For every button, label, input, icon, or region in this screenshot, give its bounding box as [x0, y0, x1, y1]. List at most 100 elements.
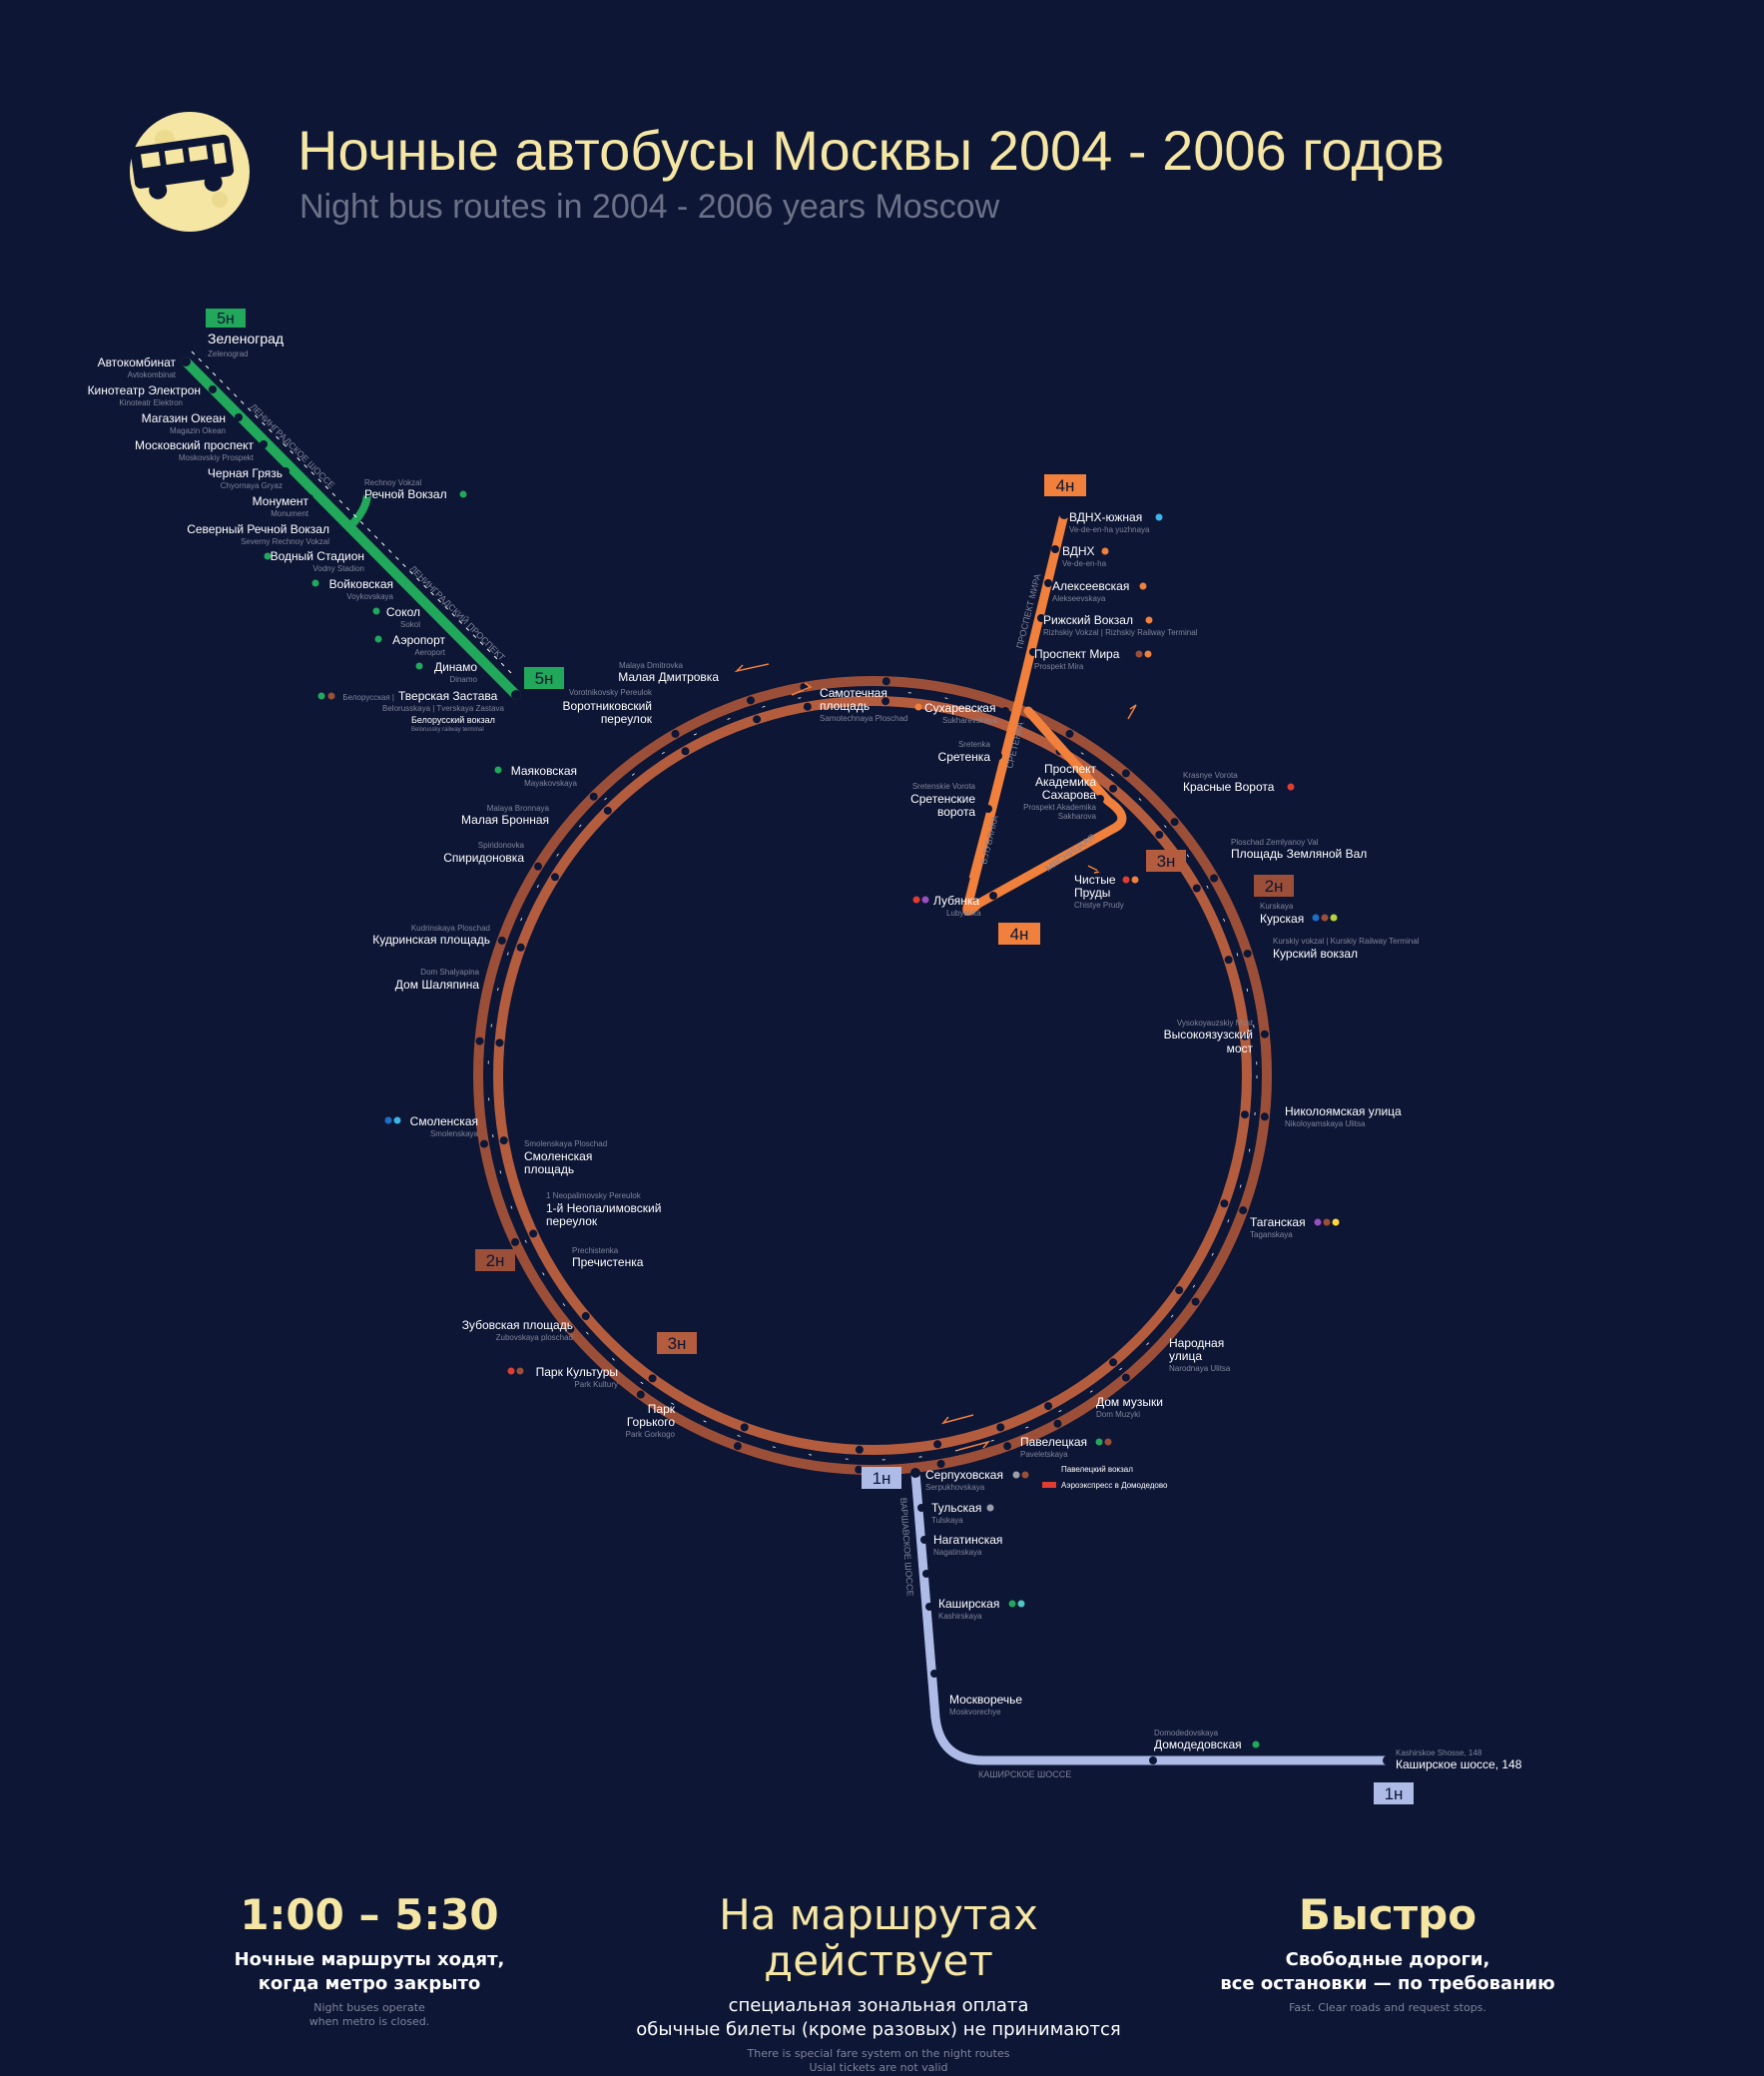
- footer-time-en2: when metro is closed.: [308, 2015, 430, 2029]
- street-varshavskoe: ВАРШАВСКОЕ ШОССЕ: [898, 1497, 915, 1597]
- station-dinamo: Динамо: [434, 660, 477, 674]
- station-aeroport: Аэропорт: [392, 633, 445, 647]
- station-sakharova: Проспект: [1044, 762, 1097, 776]
- station-smolenskaya: Смоленская: [410, 1114, 478, 1128]
- svg-text:Monument: Monument: [271, 509, 309, 518]
- svg-text:Aeroport: Aeroport: [414, 648, 445, 657]
- ring-stop: [1003, 1442, 1012, 1451]
- ring-stop: [581, 1312, 590, 1321]
- svg-text:Dom Muzyki: Dom Muzyki: [1096, 1410, 1140, 1419]
- ring-stop: [603, 806, 612, 815]
- svg-text:Zubovskaya ploschad: Zubovskaya ploschad: [496, 1333, 573, 1342]
- ring-stop: [936, 1459, 945, 1468]
- badge-1n-top-text: 1н: [873, 1469, 891, 1488]
- svg-text:Malaya Bronnaya: Malaya Bronnaya: [487, 804, 550, 813]
- ring-stop: [534, 862, 543, 871]
- svg-text:Сахарова: Сахарова: [1042, 788, 1097, 802]
- badge-4n-top: [1044, 474, 1086, 496]
- ring-stop: [475, 1037, 484, 1045]
- svg-text:Chistye Prudy: Chistye Prudy: [1074, 901, 1124, 910]
- station-sukharevskaya: Сухаревская: [924, 701, 995, 715]
- ring-stop: [1109, 1358, 1118, 1367]
- ring-stop: [511, 1237, 520, 1246]
- station-moskvorechye: Москворечье: [949, 1693, 1022, 1707]
- ring-stop: [497, 936, 506, 945]
- svg-text:Nikoloyamskaya Ulitsa: Nikoloyamskaya Ulitsa: [1285, 1119, 1366, 1128]
- svg-text:Prospekt Mira: Prospekt Mira: [1034, 662, 1084, 671]
- svg-text:Malaya Dmitrovka: Malaya Dmitrovka: [619, 661, 684, 670]
- svg-text:Vorotnikovsky Pereulok: Vorotnikovsky Pereulok: [569, 688, 653, 697]
- ring-stop: [733, 1442, 742, 1451]
- ring-stop: [1175, 1286, 1184, 1295]
- badge-5n-bottom-text: 5н: [535, 669, 554, 688]
- footer-time: 1:00 – 5:30 Ночные маршруты ходят,когда …: [210, 1891, 529, 2030]
- svg-text:Kurskiy vokzal | Kurskiy Railw: Kurskiy vokzal | Kurskiy Railway Termina…: [1273, 937, 1420, 946]
- route-5n: 5н 5н ЛЕНИНГРАДСКОЕ ШОССЕ ЛЕНИНГРАДСКИЙ …: [181, 309, 564, 700]
- footer-fast: Быстро Свободные дороги,все остановки — …: [1218, 1890, 1557, 2015]
- svg-text:Smolenskaya: Smolenskaya: [430, 1129, 479, 1138]
- station-tulskaya: Тульская: [931, 1501, 981, 1515]
- ring-stop: [671, 729, 680, 738]
- svg-text:Zelenograd: Zelenograd: [208, 349, 248, 358]
- svg-text:Mayakovskaya: Mayakovskaya: [524, 779, 577, 788]
- svg-text:Belorussky railway terminal: Belorussky railway terminal: [411, 727, 484, 733]
- station-domodedovskaya: Домодедовская: [1154, 1737, 1242, 1751]
- station-lubyanka: Лубянка: [933, 894, 979, 908]
- ring-stop: [516, 943, 525, 952]
- ring-stop: [1121, 769, 1130, 778]
- svg-text:Belorusskaya | Tverskaya Zasta: Belorusskaya | Tverskaya Zastava: [382, 704, 505, 713]
- station-vysokoyauzsky: Высокоязузский: [1164, 1028, 1253, 1041]
- station-rechnoy: Речной Вокзал: [364, 487, 447, 501]
- ring-stop: [1243, 949, 1252, 958]
- ring-stop: [529, 1229, 538, 1238]
- station-narodnaya: Народная: [1169, 1336, 1224, 1350]
- station-mayakovskaya: Маяковская: [511, 764, 577, 778]
- station-okean: Магазин Океан: [142, 411, 226, 425]
- ring-stop: [855, 1465, 864, 1474]
- ring-stop: [499, 1136, 508, 1145]
- svg-text:Moskvorechye: Moskvorechye: [949, 1708, 1001, 1717]
- svg-text:площадь: площадь: [820, 699, 870, 713]
- svg-text:мост: мост: [1227, 1041, 1254, 1055]
- svg-text:Kashirskaya: Kashirskaya: [938, 1612, 982, 1621]
- ring-stop: [1240, 1110, 1249, 1119]
- svg-text:Ploschad Zemlyanoy Val: Ploschad Zemlyanoy Val: [1231, 838, 1319, 847]
- station-kashirskoe148: Каширское шоссе, 148: [1396, 1757, 1522, 1771]
- svg-text:Avtokombinat: Avtokombinat: [128, 370, 177, 379]
- station-vodny: Водный Стадион: [271, 549, 364, 563]
- station-park-kultury: Парк Культуры: [536, 1365, 618, 1379]
- ring-stop: [1109, 784, 1118, 793]
- station-prospekt-mira: Проспект Мира: [1034, 647, 1120, 661]
- svg-text:1 Neopalimovsky Pereulok: 1 Neopalimovsky Pereulok: [546, 1191, 642, 1200]
- station-vdnh: ВДНХ: [1062, 544, 1095, 558]
- ring-stop: [681, 747, 690, 756]
- svg-text:Белорусская |: Белорусская |: [342, 693, 394, 702]
- footer-fast-big: Быстро: [1298, 1890, 1477, 1939]
- ring-stop: [1260, 1030, 1269, 1038]
- svg-text:Paveletskaya: Paveletskaya: [1020, 1450, 1068, 1459]
- badge-2n-right: [1254, 875, 1294, 897]
- svg-text:Vysokoyauzskiy Most: Vysokoyauzskiy Most: [1177, 1019, 1254, 1028]
- svg-text:Sretenka: Sretenka: [958, 740, 991, 749]
- badge-2n-right-text: 2н: [1265, 877, 1284, 896]
- svg-text:Kinoteatr Elektron: Kinoteatr Elektron: [119, 398, 183, 407]
- station-moskovsky: Московский проспект: [135, 438, 254, 452]
- station-kinoteatr: Кинотеатр Электрон: [88, 383, 201, 397]
- ring-stop: [550, 873, 559, 882]
- footer-fare: На маршрутах действует специальная зонал…: [599, 1891, 1158, 2076]
- ring-stop: [1065, 729, 1074, 738]
- svg-text:Академика: Академика: [1035, 775, 1096, 789]
- ring-stop: [855, 1445, 864, 1454]
- station-zemlyanoy: Площадь Земляной Вал: [1231, 847, 1367, 861]
- svg-text:Severny Rechnoy Vokzal: Severny Rechnoy Vokzal: [241, 537, 329, 546]
- svg-text:переулок: переулок: [601, 712, 653, 726]
- station-labels: Зеленоград Zelenograd Автокомбинат Avtok…: [88, 331, 1522, 1771]
- svg-text:переулок: переулок: [546, 1214, 598, 1228]
- svg-text:Lubyanka: Lubyanka: [946, 909, 981, 918]
- badge-1n-bottom: [1374, 1782, 1414, 1804]
- ring-stop: [1191, 1297, 1200, 1306]
- footer-fast-line2: все остановки — по требованию: [1220, 1972, 1555, 1994]
- svg-text:Taganskaya: Taganskaya: [1250, 1230, 1293, 1239]
- ring-stop: [1210, 874, 1219, 883]
